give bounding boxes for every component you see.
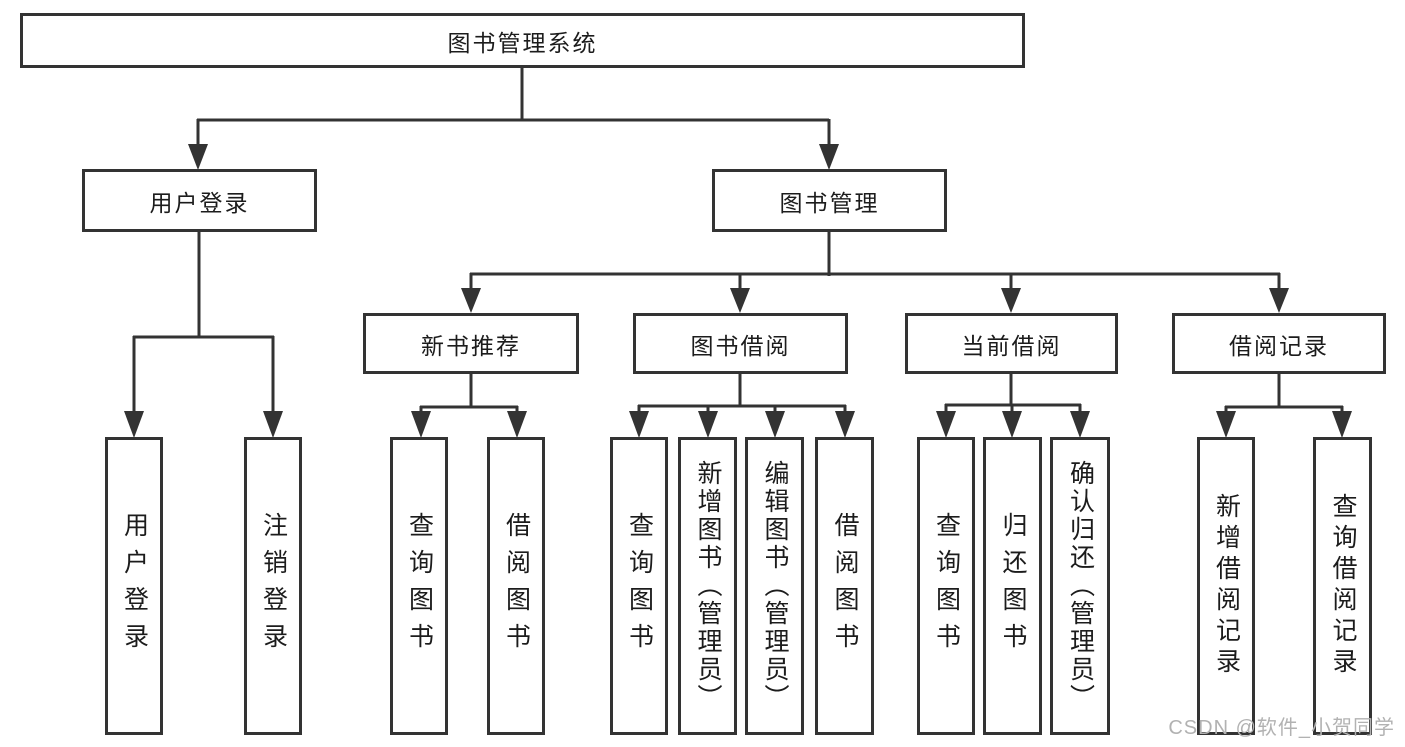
branch-current-borrowing-label: 当前借阅 — [961, 332, 1062, 359]
leaf-add-borrow-record-label: 新增借阅记录 — [1212, 493, 1241, 679]
csdn-watermark: CSDN @软件_小贺同学 — [1168, 717, 1395, 739]
branch-book-borrowing-label: 图书借阅 — [690, 332, 791, 359]
leaf-add-book-admin-label: 新增图书（管理员） — [694, 460, 722, 712]
leaf-edit-book-admin-label: 编辑图书（管理员） — [761, 460, 789, 712]
leaf-borrow-books-recommend: 借阅图书 — [487, 437, 545, 735]
leaf-confirm-return-admin: 确认归还（管理员） — [1050, 437, 1110, 735]
leaf-query-borrow-record-label: 查询借阅记录 — [1329, 493, 1357, 679]
leaf-query-books-recommend-label: 查询图书 — [405, 512, 434, 660]
leaf-query-books-current-label: 查询图书 — [932, 512, 961, 660]
branch-current-borrowing: 当前借阅 — [905, 313, 1118, 374]
tree-edges — [132, 68, 1344, 416]
leaf-borrow-books-label: 借阅图书 — [831, 512, 859, 660]
leaf-return-book: 归还图书 — [983, 437, 1042, 735]
branch-borrow-records: 借阅记录 — [1172, 313, 1386, 374]
branch-user-login: 用户登录 — [82, 169, 317, 232]
leaf-logout-label: 注销登录 — [259, 512, 288, 660]
root-node-label: 图书管理系统 — [447, 29, 598, 56]
branch-user-login-label: 用户登录 — [149, 189, 250, 216]
leaf-user-login: 用户登录 — [105, 437, 163, 735]
leaf-borrow-books: 借阅图书 — [815, 437, 874, 735]
leaf-add-book-admin: 新增图书（管理员） — [678, 437, 737, 735]
leaf-user-login-label: 用户登录 — [120, 512, 149, 660]
leaf-query-books-recommend: 查询图书 — [390, 437, 448, 735]
branch-book-borrowing: 图书借阅 — [633, 313, 848, 374]
leaf-query-books-current: 查询图书 — [917, 437, 975, 735]
leaf-query-books-borrowing: 查询图书 — [610, 437, 668, 735]
leaf-confirm-return-admin-label: 确认归还（管理员） — [1066, 460, 1095, 712]
leaf-logout: 注销登录 — [244, 437, 302, 735]
leaf-query-books-borrowing-label: 查询图书 — [625, 512, 654, 660]
leaf-query-borrow-record: 查询借阅记录 — [1313, 437, 1372, 735]
branch-new-book-recommend: 新书推荐 — [363, 313, 579, 374]
leaf-borrow-books-recommend-label: 借阅图书 — [502, 512, 531, 660]
branch-book-management: 图书管理 — [712, 169, 947, 232]
root-node-library-management-system: 图书管理系统 — [20, 13, 1025, 68]
branch-borrow-records-label: 借阅记录 — [1229, 332, 1329, 359]
branch-book-management-label: 图书管理 — [779, 189, 880, 216]
arrowheads — [124, 144, 1352, 438]
leaf-return-book-label: 归还图书 — [999, 512, 1027, 660]
leaf-edit-book-admin: 编辑图书（管理员） — [745, 437, 804, 735]
leaf-add-borrow-record: 新增借阅记录 — [1197, 437, 1255, 735]
branch-new-book-recommend-label: 新书推荐 — [421, 332, 521, 359]
